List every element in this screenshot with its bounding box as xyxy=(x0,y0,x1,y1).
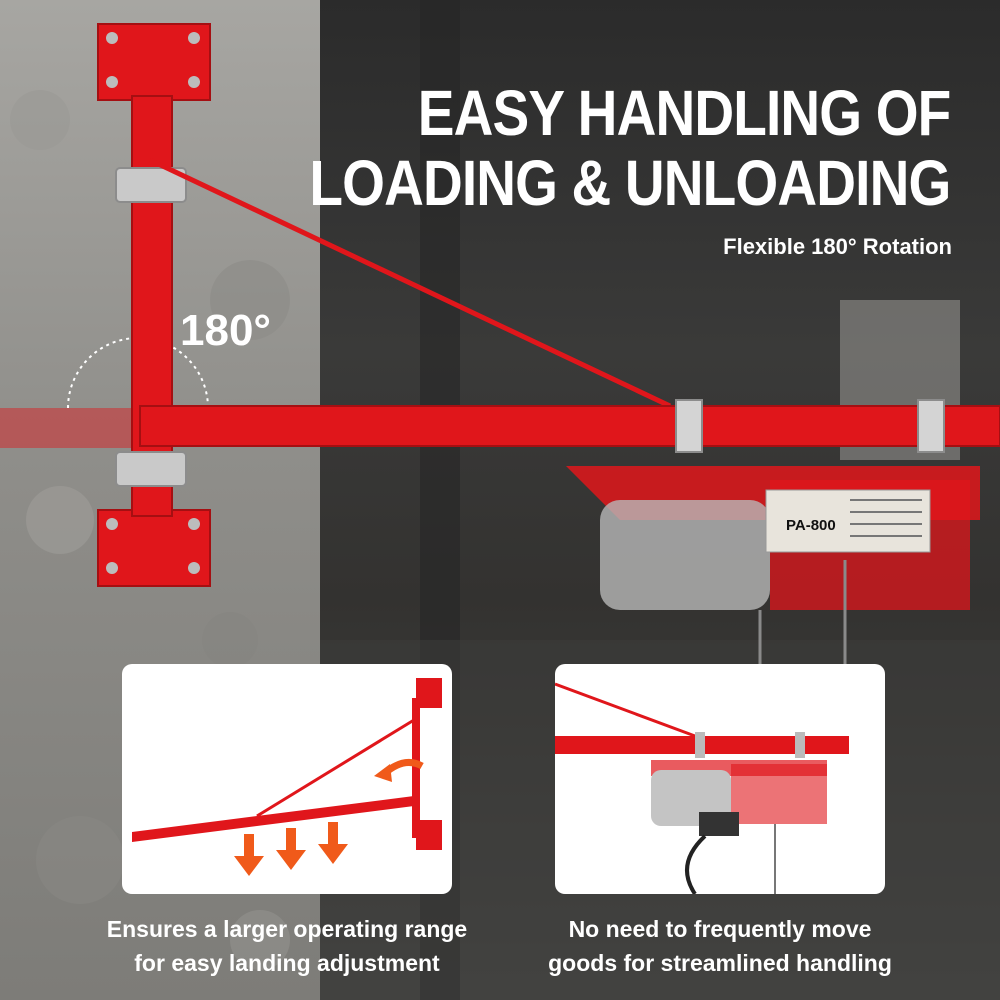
handling-caption-line-1: No need to frequently move xyxy=(568,916,872,942)
down-arrow-icon xyxy=(318,822,348,864)
lower-pivot-clamp xyxy=(115,451,187,487)
bolt xyxy=(106,518,118,530)
headline: EASY HANDLING OF LOADING & UNLOADING xyxy=(308,77,951,219)
rotation-angle-label: 180° xyxy=(180,306,272,355)
range-inset-panel xyxy=(122,664,452,894)
rotation-ghost-arm xyxy=(0,408,140,448)
hoist-closeup-view xyxy=(555,682,849,894)
headline-line-2: LOADING & UNLOADING xyxy=(308,147,951,219)
crane-side-view xyxy=(132,678,442,876)
range-caption-line-2: for easy landing adjustment xyxy=(134,950,440,976)
mini-boom xyxy=(132,796,414,842)
mini-top-plate xyxy=(416,678,442,708)
mini-bracket xyxy=(695,732,705,758)
mini-hoist-body xyxy=(731,764,827,824)
bolt xyxy=(188,518,200,530)
mini-bracket xyxy=(795,732,805,758)
bolt xyxy=(106,32,118,44)
down-arrow-icon xyxy=(234,834,264,876)
bolt xyxy=(106,76,118,88)
mini-bottom-plate xyxy=(416,820,442,850)
hoist-motor xyxy=(600,500,770,610)
mini-tie-rod xyxy=(256,718,415,818)
upper-pivot-clamp xyxy=(115,167,187,203)
boom-bracket xyxy=(917,399,945,453)
mini-power-cord xyxy=(685,834,707,894)
bolt xyxy=(106,562,118,574)
range-caption-line-1: Ensures a larger operating range xyxy=(106,916,468,942)
headline-line-1: EASY HANDLING OF xyxy=(417,77,950,149)
subtitle: Flexible 180° Rotation xyxy=(723,234,952,259)
down-arrows xyxy=(234,822,348,876)
boom-bracket xyxy=(675,399,703,453)
hoist-model-label: PA-800 xyxy=(786,517,836,534)
range-caption: Ensures a larger operating range for eas… xyxy=(77,912,497,980)
hoist-inset-panel xyxy=(555,664,885,894)
handling-caption-line-2: goods for streamlined handling xyxy=(548,950,892,976)
bolt xyxy=(188,562,200,574)
mini-control-box xyxy=(699,812,739,836)
mini-post xyxy=(412,698,420,838)
bolt xyxy=(188,76,200,88)
rotate-arrowhead-icon xyxy=(374,764,392,782)
tie-rod xyxy=(148,157,672,409)
down-arrow-icon xyxy=(276,828,306,870)
handling-caption: No need to frequently move goods for str… xyxy=(510,912,930,980)
wall-texture xyxy=(10,90,290,970)
bolt xyxy=(188,32,200,44)
horizontal-boom xyxy=(139,405,1000,447)
mini-tie-rod xyxy=(555,682,696,738)
